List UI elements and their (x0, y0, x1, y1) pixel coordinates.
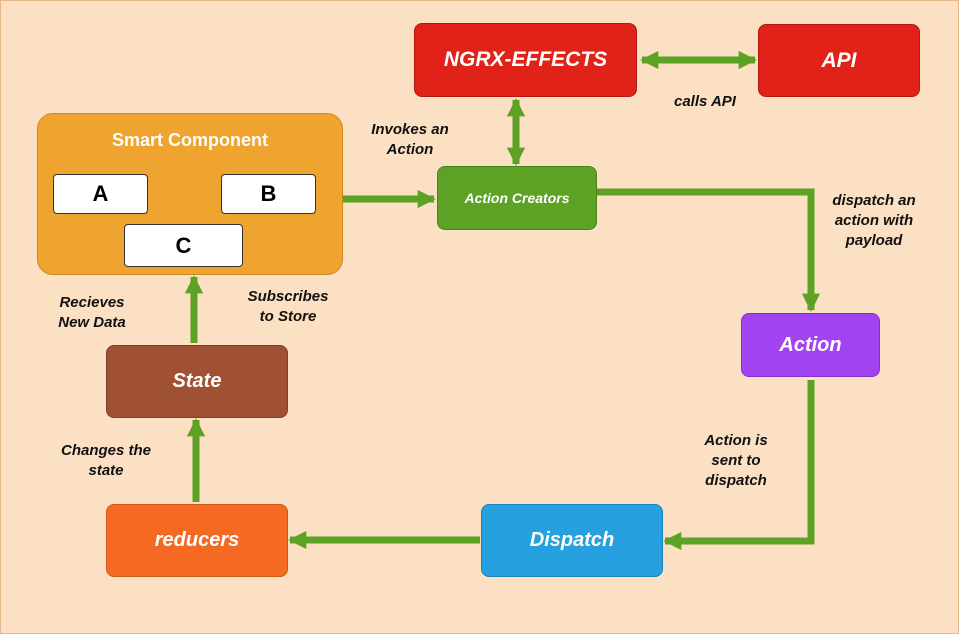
smart-component-title: Smart Component (111, 130, 268, 150)
subcomponent-a: A (53, 174, 148, 214)
label-recieves-data: Recieves New Data (58, 294, 126, 331)
label-sent-to-dispatch: Action is sent to dispatch (704, 432, 768, 489)
label-changes-state: Changes the state (60, 442, 151, 479)
node-action: Action (741, 313, 880, 377)
node-reducers: reducers (106, 504, 288, 577)
node-state: State (106, 345, 288, 418)
label-subscribes: Subscribes to Store (247, 288, 329, 325)
node-ngrx-effects: NGRX-EFFECTS (414, 23, 637, 97)
arrow-action-dispatch (663, 380, 815, 551)
subcomponent-b: B (221, 174, 316, 214)
node-action-creators: Action Creators (437, 166, 597, 230)
arrow-creators-action (597, 188, 821, 312)
node-api: API (758, 24, 920, 97)
node-dispatch: Dispatch (481, 504, 663, 577)
label-dispatch-payload: dispatch an action with payload (832, 192, 916, 249)
label-invokes-action: Invokes an Action (371, 121, 449, 158)
subcomponent-c: C (124, 224, 243, 267)
label-calls-api: calls API (674, 93, 736, 110)
